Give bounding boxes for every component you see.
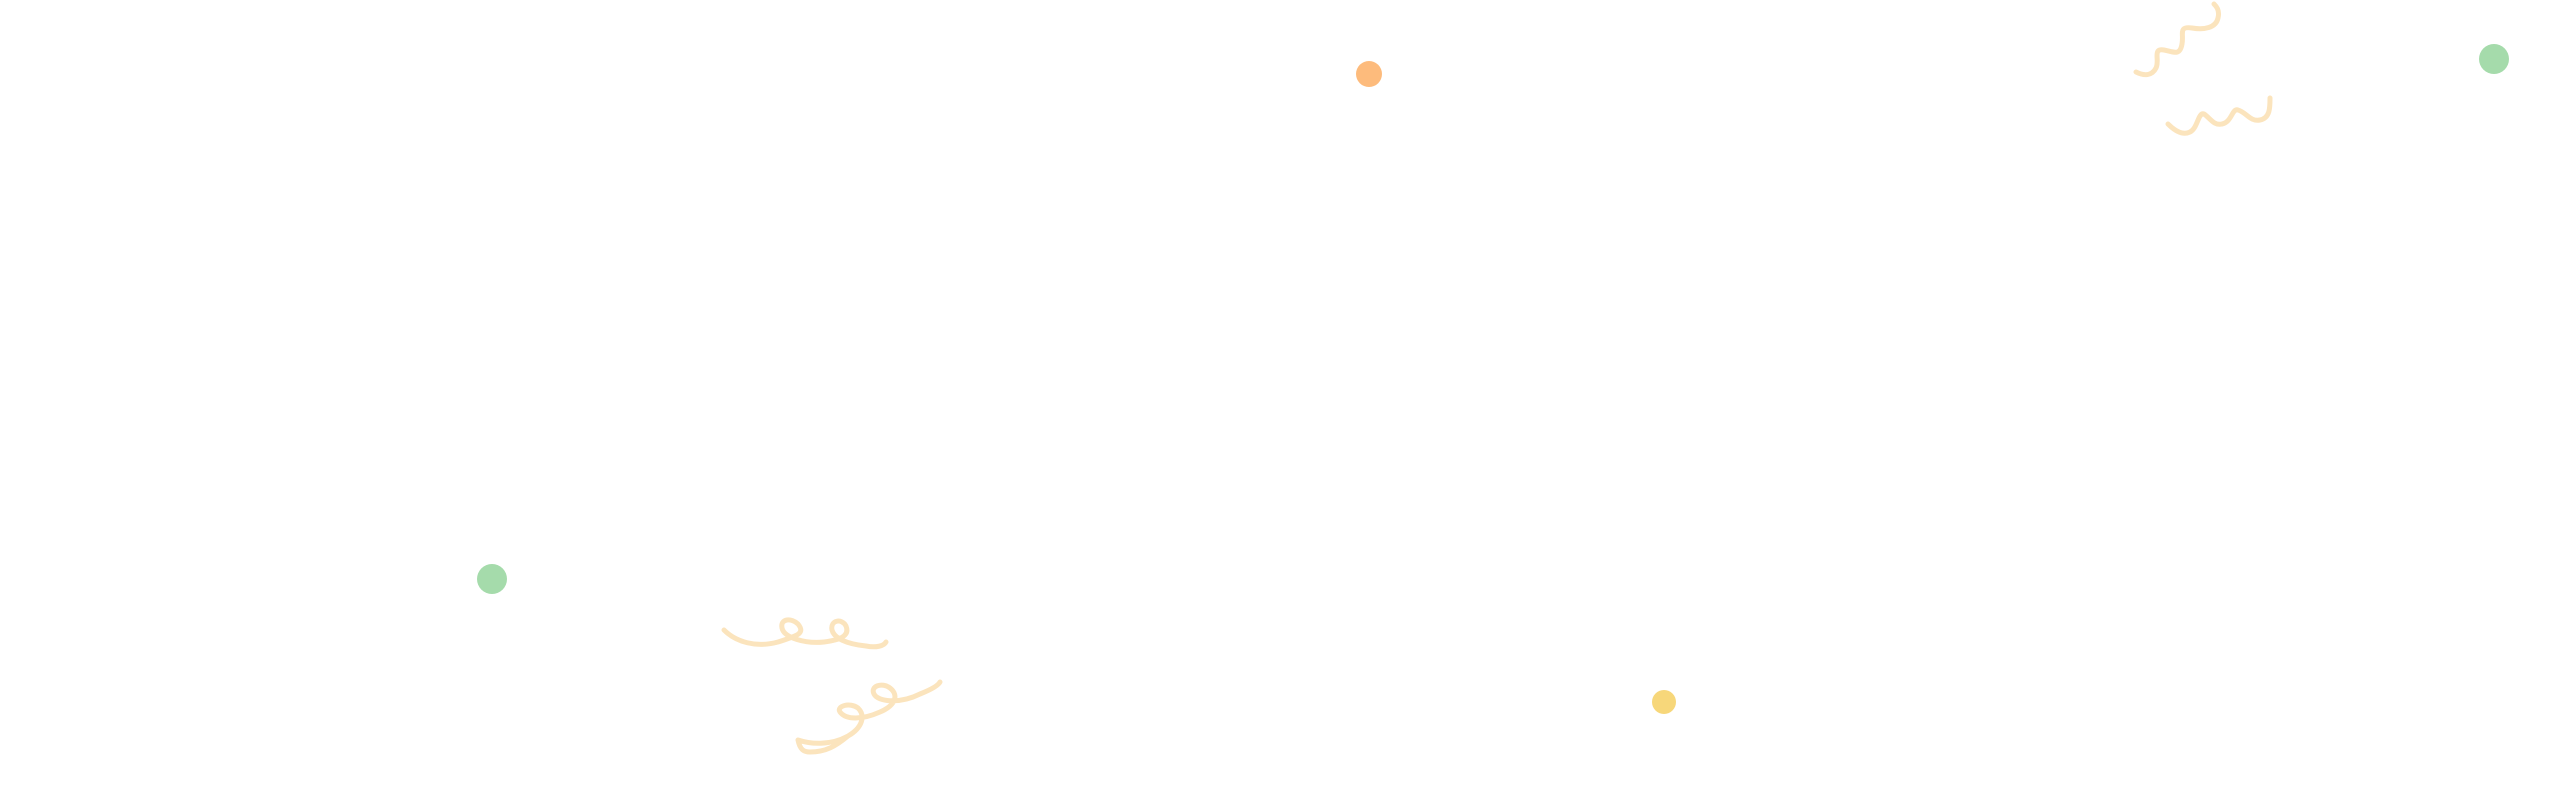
green-dot-left xyxy=(477,564,507,594)
squiggle-top-right-upper xyxy=(2133,1,2221,78)
squiggle-top-right-lower xyxy=(2165,95,2273,136)
squiggle-bottom-left-lower xyxy=(795,679,943,755)
squiggle-bottom-left-upper xyxy=(721,617,889,650)
yellow-dot xyxy=(1652,690,1676,714)
green-dot-top-right xyxy=(2479,44,2509,74)
orange-dot xyxy=(1356,61,1382,87)
